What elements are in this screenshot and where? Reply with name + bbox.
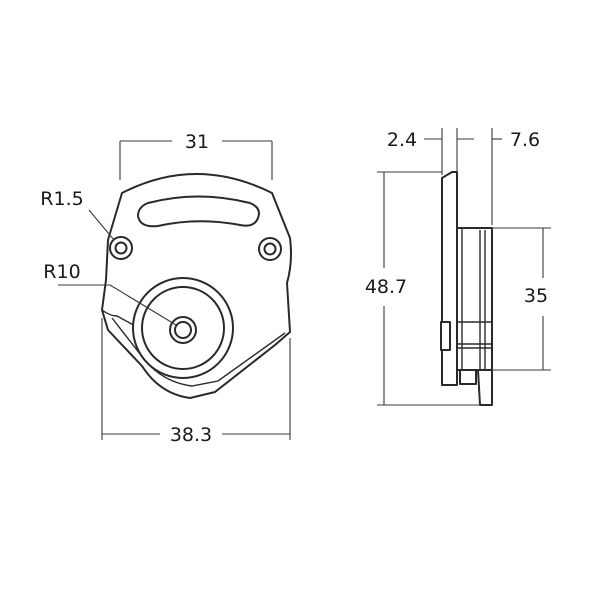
side-boss [440, 321, 451, 351]
front-view [101, 173, 292, 399]
central-hub [132, 277, 234, 379]
side-view [440, 171, 493, 406]
dim-label-2-4: 2.4 [387, 129, 417, 151]
dim-label-r10: R10 [43, 261, 80, 283]
dim-label-38-3: 38.3 [170, 424, 212, 446]
dim-side-body-height: 35 [492, 227, 551, 371]
side-bottom-lug [477, 369, 493, 406]
side-bottom-tab [459, 369, 477, 385]
dim-front-top-width: 31 [119, 131, 273, 180]
front-step-line [101, 309, 151, 335]
side-back-plate [441, 171, 458, 386]
dim-front-bottom-width: 38.3 [101, 318, 291, 446]
dim-hole-radius: R1.5 [40, 188, 115, 241]
dim-label-48-7: 48.7 [365, 276, 407, 298]
dim-label-31: 31 [185, 131, 209, 153]
dim-side-total-height: 48.7 [365, 171, 480, 406]
dim-label-r1-5: R1.5 [40, 188, 83, 210]
dim-label-7-6: 7.6 [510, 129, 540, 151]
left-mounting-hole [109, 236, 133, 260]
dim-label-35: 35 [524, 285, 548, 307]
front-slot [137, 195, 260, 228]
dim-hub-radius: R10 [43, 261, 177, 326]
right-mounting-hole [258, 237, 282, 261]
dim-side-thickness: 2.4 7.6 [387, 128, 540, 225]
side-body [456, 227, 493, 371]
